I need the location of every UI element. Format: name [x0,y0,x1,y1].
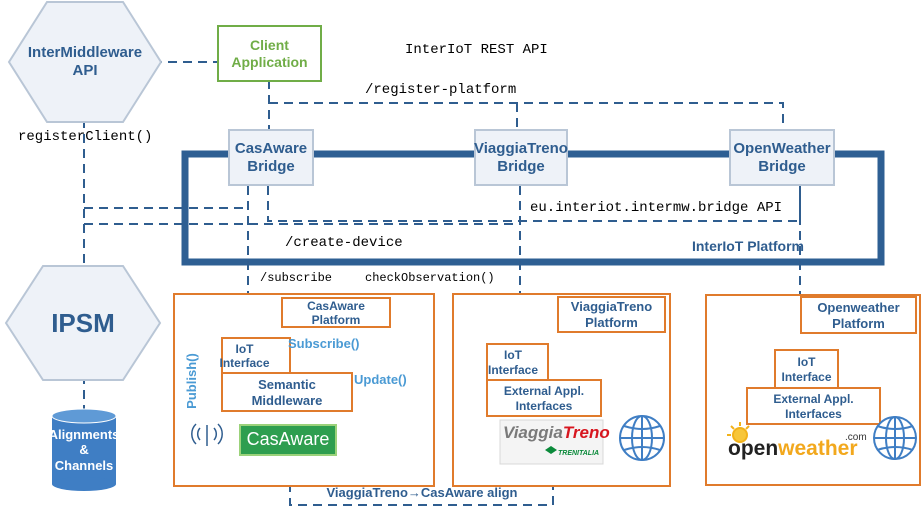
bridge-api-label: eu.interiot.intermw.bridge API [530,200,783,216]
globe-icon-weather [873,416,917,460]
register-client-label: registerClient() [18,129,153,145]
casaware-bridge-box [228,129,314,186]
viaggiatreno-logo-text: ViaggiaTreno [503,423,610,445]
external-appl-interfaces-label-2: External Appl. Interfaces [773,392,854,421]
casaware-triplstore-label: CasAware Triplstore [346,424,410,455]
openweather-logo-text: openweather [728,437,858,461]
casaware-logo-text: CasAware [246,429,330,450]
viaggiatreno-bridge-label: ViaggiaTreno Bridge [474,140,568,175]
open-word: open [728,437,779,460]
trenitalia-text: TRENITALIA [558,450,600,457]
subscribe-call-label: Subscribe() [288,336,360,352]
intermiddleware-api-hexagon [7,1,163,123]
casaware-platform-label: CasAware Platform [307,298,365,327]
openweather-com-text: .com [845,432,867,443]
globe-icon [619,415,665,461]
ipsm-hexagon [4,265,162,381]
viaggia-word: Viaggia [503,423,563,442]
interiot-platform-label: InterIoT Platform [691,237,804,254]
sun-icon [727,422,750,443]
subscribe-path-label: /subscribe [260,271,333,285]
client-application-box [217,25,322,82]
ipsm-label: IPSM [51,308,115,339]
create-device-label: /create-device [285,235,403,251]
platform-boxes [173,293,921,487]
alignments-channels-label: Alignments & Channels [48,426,120,473]
external-appl-interfaces-label: External Appl. Interfaces [503,384,585,413]
viaggiatreno-bridge-box [474,129,568,186]
alignments-cylinder [51,408,117,491]
intermiddleware-api-label: InterMiddleware API [27,44,143,79]
rest-api-label: InterIoT REST API [405,42,548,58]
iot-interface-label-2: IoT Interface [487,348,539,377]
treno-word: Treno [562,423,610,442]
viaggiatreno-logo [499,419,604,465]
client-application-label: Client Application [231,37,308,70]
antenna-icon [191,423,223,446]
update-call-label: Update() [354,372,407,388]
check-observation-label: checkObservation() [365,271,495,285]
viaggiatreno-platform-label: ViaggiaTreno Platform [570,299,653,330]
publish-call-label: Publish() [184,353,200,409]
casaware-bridge-label: CasAware Bridge [234,140,308,175]
openweather-bridge-label: OpenWeather Bridge [733,140,831,175]
iot-interface-label: IoT Interface [219,341,270,370]
casaware-logo [239,424,337,456]
openweather-platform-label: Openweather Platform [817,299,900,331]
weather-word: weather [778,437,858,460]
iot-interface-label-3: IoT Interface [781,355,832,384]
align-label: ViaggiaTreno→CasAware align [326,485,518,501]
openweather-bridge-box [729,129,835,186]
register-platform-label: /register-platform [365,82,517,98]
semantic-middleware-label: Semantic Middleware [251,376,323,408]
